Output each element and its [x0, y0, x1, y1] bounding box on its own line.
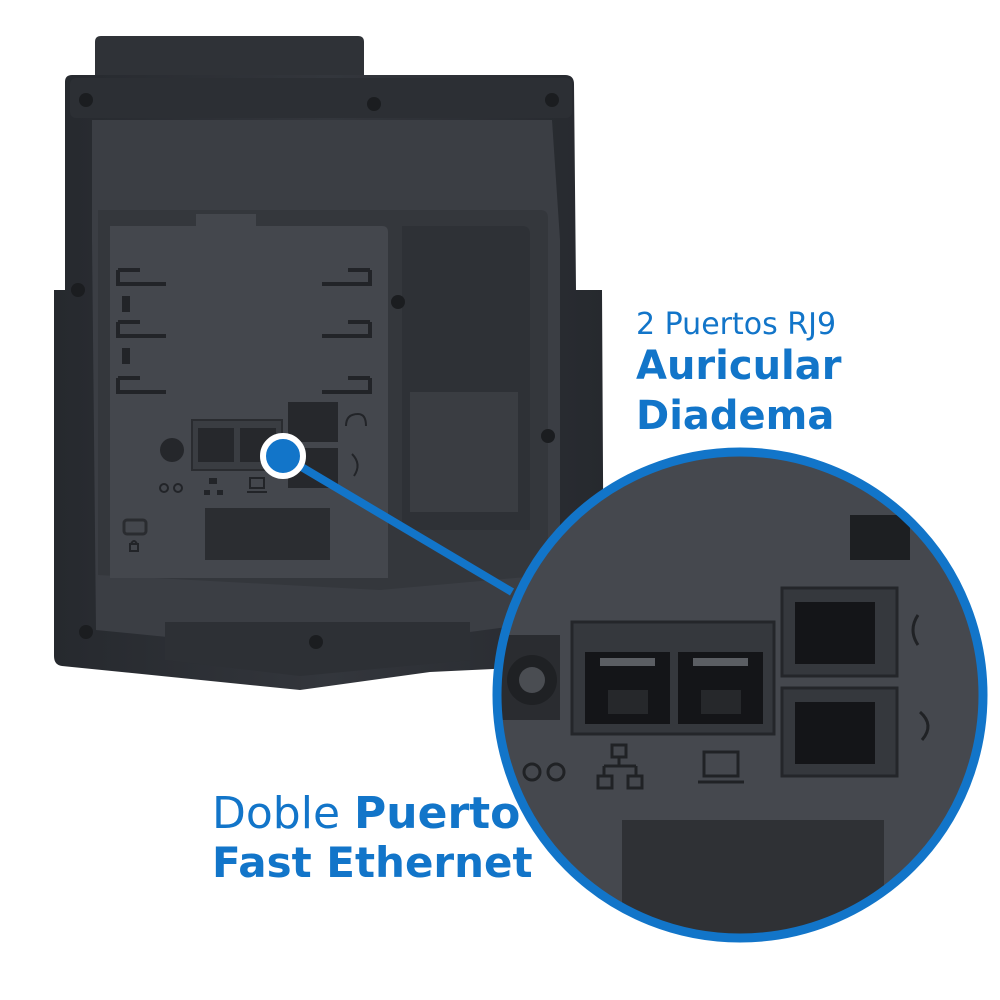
headset-icon: [345, 412, 367, 427]
handset-icon: [351, 453, 359, 477]
ethernet-subheading: Fast Ethernet: [212, 838, 533, 887]
ethernet-word-doble: Doble: [212, 788, 341, 839]
rj9-headphone-label: Auricular: [636, 343, 842, 389]
dc-power-icon: [159, 483, 183, 493]
callout-dot-icon: [260, 433, 306, 479]
ethernet-word-puerto: Puerto: [354, 788, 521, 839]
callout-connector: [260, 433, 515, 596]
rj9-ports-heading: 2 Puertos RJ9: [636, 307, 837, 342]
pc-icon: [247, 477, 267, 493]
lock-icon: [129, 540, 139, 552]
network-icon: [204, 478, 223, 495]
phone-body: [54, 36, 604, 690]
zoom-detail: [492, 447, 988, 943]
ethernet-heading: Doble Puerto: [212, 792, 520, 836]
rj9-headset-label: Diadema: [636, 393, 835, 439]
